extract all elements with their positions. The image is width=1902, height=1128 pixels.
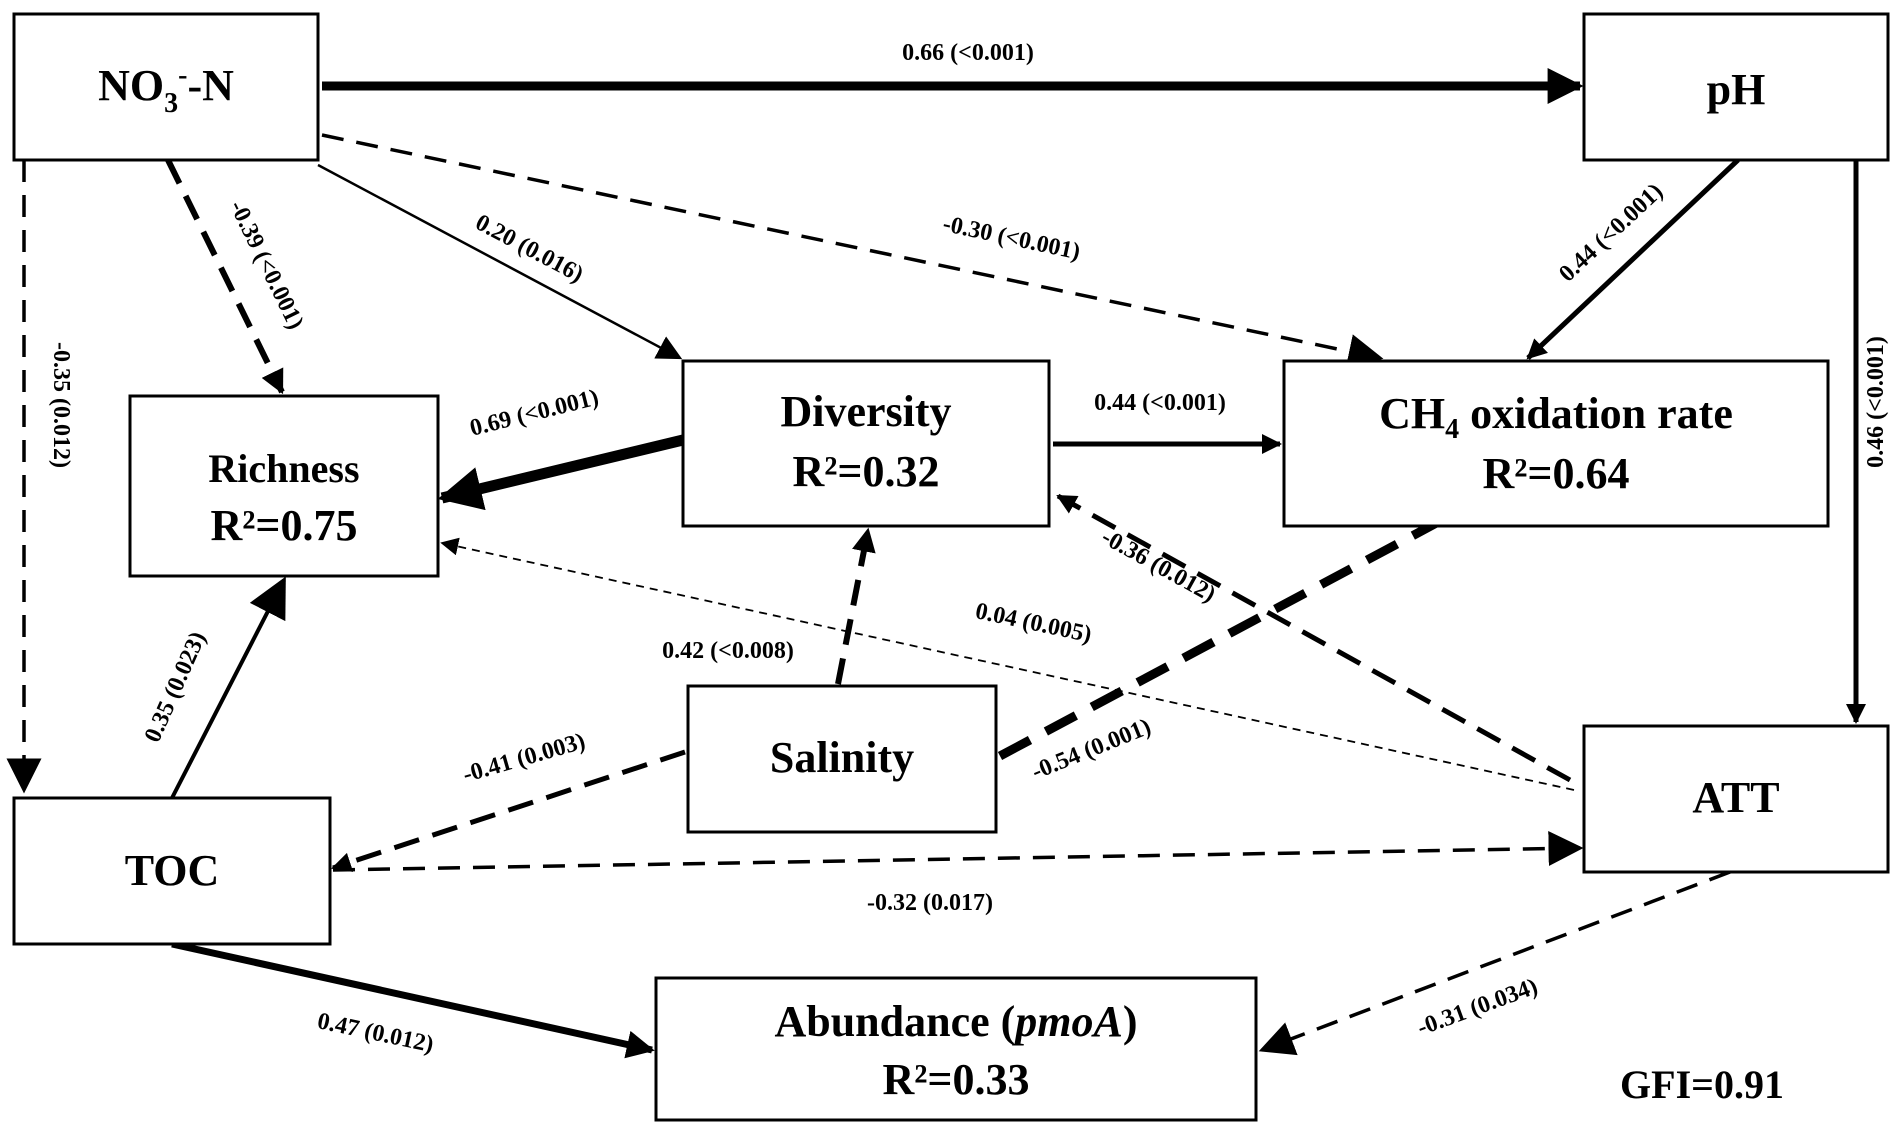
richness-r2: R²=0.75 bbox=[210, 501, 357, 550]
richness-label: Richness bbox=[208, 446, 359, 491]
ch4-post: oxidation rate bbox=[1459, 389, 1733, 438]
ph-label: pH bbox=[1707, 65, 1766, 114]
node-diversity: Diversity R²=0.32 bbox=[681, 359, 1051, 528]
label-toc-att: -0.32 (0.017) bbox=[867, 890, 993, 916]
edge-toc-att bbox=[332, 831, 1584, 872]
label-no3-richness: -0.39 (<0.001) bbox=[224, 196, 309, 333]
svg-text:Abundance (pmoA): Abundance (pmoA) bbox=[774, 997, 1137, 1046]
edge-no3-richness bbox=[165, 158, 285, 395]
node-no3-n: NO3--N bbox=[12, 12, 320, 162]
edge-no3-diversity bbox=[317, 163, 683, 360]
svg-text:NO3--N: NO3--N bbox=[98, 60, 234, 119]
label-att-diversity: -0.36 (0.012) bbox=[1097, 524, 1220, 608]
node-ph: pH bbox=[1582, 12, 1890, 162]
label-no3-toc: -0.35 (0.012) bbox=[48, 342, 74, 468]
node-salinity: Salinity bbox=[686, 684, 998, 834]
label-salinity-ch4: -0.54 (0.001) bbox=[1028, 714, 1155, 785]
edge-att-richness bbox=[440, 537, 1575, 791]
diversity-label: Diversity bbox=[780, 387, 951, 436]
node-ch4-oxidation-rate: CH4 oxidation rate R²=0.64 bbox=[1282, 359, 1830, 528]
edge-att-diversity bbox=[1056, 493, 1572, 783]
gfi-label: GFI=0.91 bbox=[1620, 1062, 1784, 1107]
no3-main: NO bbox=[98, 61, 164, 110]
node-richness: Richness R²=0.75 bbox=[128, 394, 440, 578]
toc-label: TOC bbox=[125, 846, 220, 895]
abundance-pre: Abundance ( bbox=[774, 997, 1015, 1046]
salinity-label: Salinity bbox=[770, 733, 914, 782]
no3-tail: -N bbox=[187, 61, 234, 110]
diversity-r2: R²=0.32 bbox=[792, 447, 939, 496]
label-toc-abundance: 0.47 (0.012) bbox=[315, 1008, 436, 1058]
edge-no3-ch4 bbox=[321, 133, 1384, 369]
node-abundance-pmoa: Abundance (pmoA) R²=0.33 bbox=[654, 976, 1258, 1122]
edge-toc-richness bbox=[170, 576, 286, 799]
abundance-r2: R²=0.33 bbox=[882, 1055, 1029, 1104]
edge-diversity-richness bbox=[437, 434, 685, 511]
node-toc: TOC bbox=[12, 796, 332, 946]
ch4-sub: 4 bbox=[1445, 414, 1459, 445]
edge-att-abundance bbox=[1258, 870, 1731, 1056]
edges bbox=[6, 68, 1866, 1059]
no3-sup: - bbox=[178, 60, 187, 91]
label-salinity-toc: -0.41 (0.003) bbox=[460, 728, 588, 788]
label-ph-ch4: 0.44 (<0.001) bbox=[1554, 178, 1668, 287]
node-att: ATT bbox=[1582, 724, 1890, 874]
abundance-post: ) bbox=[1123, 997, 1138, 1046]
edge-ph-ch4 bbox=[1526, 158, 1740, 360]
label-salinity-diversity: 0.42 (<0.008) bbox=[662, 638, 794, 664]
nodes: NO3--N pH Richness R²=0.75 Diversity R²=… bbox=[12, 12, 1890, 1122]
ch4-pre: CH bbox=[1379, 389, 1445, 438]
label-ph-att: 0.46 (<0.001) bbox=[1863, 336, 1889, 468]
no3-sub: 3 bbox=[164, 88, 178, 119]
edge-toc-abundance bbox=[171, 940, 655, 1059]
edge-salinity-ch4 bbox=[997, 484, 1506, 760]
edge-salinity-diversity bbox=[835, 527, 876, 685]
label-att-richness: 0.04 (0.005) bbox=[973, 598, 1094, 648]
att-label: ATT bbox=[1692, 773, 1779, 822]
label-diversity-ch4: 0.44 (<0.001) bbox=[1094, 390, 1226, 416]
edge-salinity-toc bbox=[331, 749, 686, 872]
svg-text:CH4 oxidation rate: CH4 oxidation rate bbox=[1379, 389, 1733, 445]
label-diversity-richness: 0.69 (<0.001) bbox=[467, 385, 601, 442]
abundance-ital: pmoA bbox=[1011, 997, 1123, 1046]
label-no3-ch4: -0.30 (<0.001) bbox=[940, 211, 1082, 265]
ch4-r2: R²=0.64 bbox=[1482, 449, 1629, 498]
label-no3-ph: 0.66 (<0.001) bbox=[902, 40, 1034, 66]
label-toc-richness: 0.35 (0.023) bbox=[140, 628, 212, 746]
